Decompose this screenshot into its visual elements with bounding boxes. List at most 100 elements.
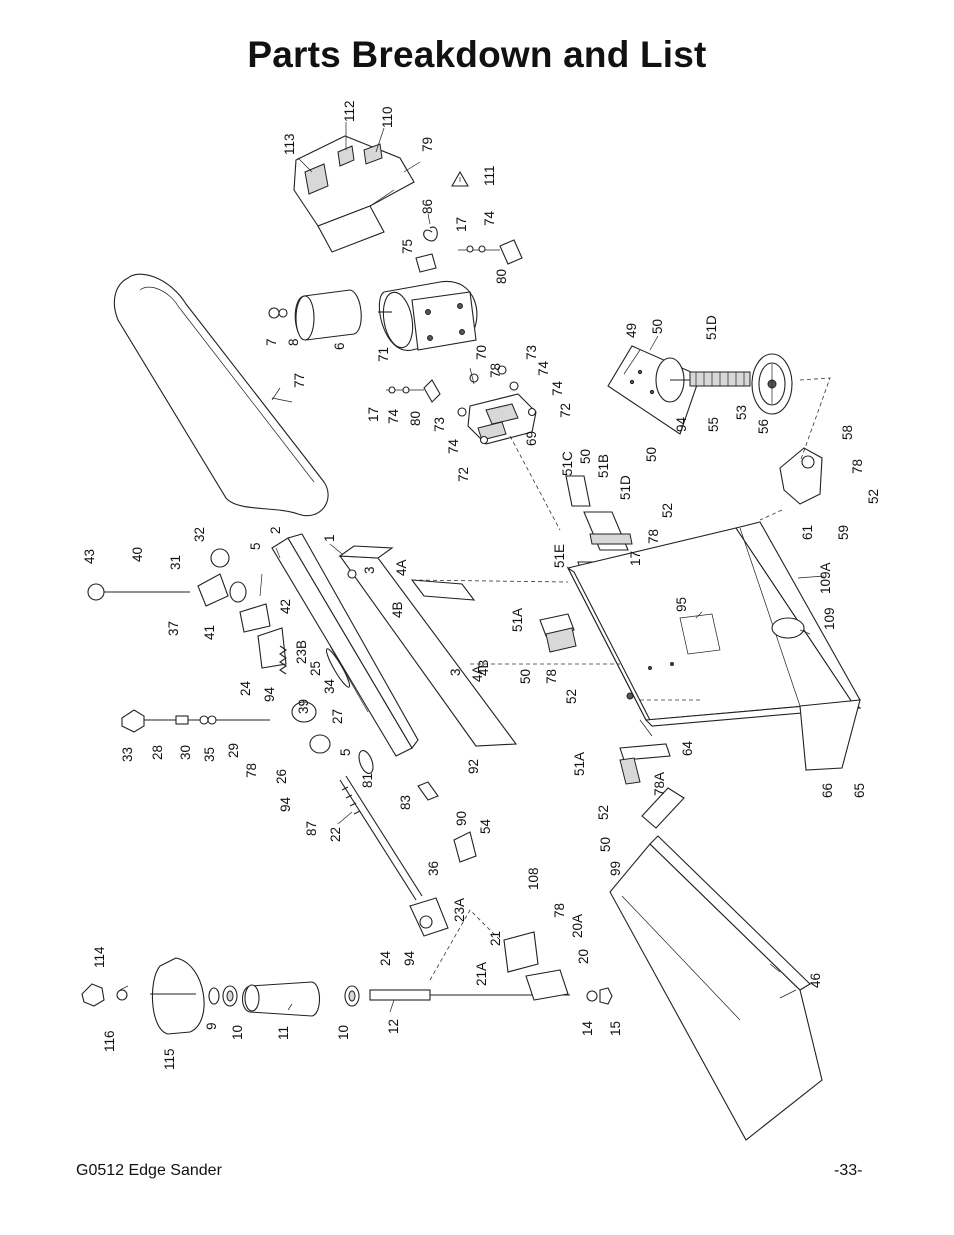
callout-112: 112 — [342, 100, 357, 122]
pulley-nut — [268, 307, 288, 319]
callout-90: 90 — [454, 811, 469, 826]
callout-21: 21 — [488, 931, 503, 946]
callout-25: 25 — [308, 661, 323, 676]
page-title: Parts Breakdown and List — [247, 34, 707, 75]
spring — [279, 645, 287, 675]
callout-30: 30 — [178, 745, 193, 760]
fence-rail-99 — [641, 787, 685, 829]
callout-114: 114 — [92, 946, 107, 968]
callout-51C: 51C — [560, 451, 575, 476]
callout-21A: 21A — [474, 962, 489, 986]
tension-bracket — [197, 548, 287, 669]
callout-83: 83 — [398, 795, 413, 810]
callout-5a: 5 — [248, 542, 263, 550]
callout-115: 115 — [162, 1048, 177, 1070]
callout-51Da: 51D — [704, 315, 719, 340]
callout-53: 53 — [734, 405, 749, 420]
motor-bracket-small — [415, 239, 523, 273]
drum — [241, 981, 321, 1017]
callout-26: 26 — [274, 769, 289, 784]
callout-4Ba: 4B — [390, 601, 405, 618]
callout-17a: 17 — [454, 217, 469, 232]
callout-50e: 50 — [598, 837, 613, 852]
fence-bracket-51A-upper — [539, 613, 577, 653]
bracket-20A — [503, 931, 539, 973]
callout-51Aa: 51A — [510, 608, 525, 632]
bracket-20 — [525, 969, 569, 1001]
callout-35: 35 — [202, 747, 217, 762]
callout-92: 92 — [466, 759, 481, 774]
warning-label-icon — [451, 170, 469, 187]
callout-79: 79 — [420, 137, 435, 152]
callout-4Bb: 4B — [476, 659, 491, 676]
callout-58: 58 — [840, 425, 855, 440]
callout-24b: 24 — [378, 950, 393, 966]
callout-66: 66 — [820, 783, 835, 798]
callout-73b: 73 — [432, 417, 447, 432]
callout-94c: 94 — [278, 796, 293, 812]
callout-78b: 78 — [646, 529, 661, 544]
callout-12: 12 — [386, 1019, 401, 1034]
callout-116: 116 — [102, 1030, 117, 1052]
motor-mount-plate — [457, 365, 537, 445]
sanding-belt — [113, 273, 329, 517]
callout-75: 75 — [400, 239, 415, 254]
callout-80a: 80 — [494, 269, 509, 284]
callout-56: 56 — [756, 419, 771, 434]
platen-frame — [271, 533, 419, 757]
leader-lines — [119, 122, 825, 1013]
callout-9: 9 — [204, 1022, 219, 1030]
callout-33: 33 — [120, 747, 135, 762]
callout-labels: 113 112 110 79 111 86 75 17 74 80 7 8 6 … — [82, 100, 881, 1070]
callout-86: 86 — [420, 199, 435, 214]
rear-guard-plate — [410, 579, 476, 601]
callout-11: 11 — [276, 1026, 291, 1040]
callout-32: 32 — [192, 527, 207, 542]
callout-51E: 51E — [552, 544, 567, 568]
callout-2: 2 — [268, 526, 283, 534]
callout-94b: 94 — [262, 686, 277, 702]
footer-page-number: -33- — [834, 1162, 863, 1179]
callout-94a: 94 — [674, 416, 689, 432]
lead-screw — [689, 371, 751, 387]
callout-74e: 74 — [446, 438, 461, 454]
callout-31: 31 — [168, 555, 183, 570]
callout-20: 20 — [576, 949, 591, 964]
tracking-knob — [121, 709, 270, 733]
callout-24a: 24 — [238, 680, 253, 696]
bearing-9-10 — [208, 985, 238, 1007]
fence-bracket-51A-lower — [619, 743, 671, 785]
alignment-lines — [411, 377, 831, 981]
callout-5b: 5 — [338, 748, 353, 756]
callout-29: 29 — [226, 743, 241, 758]
callout-4Aa: 4A — [394, 559, 409, 576]
callout-8: 8 — [286, 338, 301, 346]
callout-65: 65 — [852, 783, 867, 798]
bearing-10b — [344, 985, 360, 1007]
callout-10a: 10 — [230, 1025, 245, 1040]
callout-50b: 50 — [644, 447, 659, 462]
platen-plate — [338, 545, 518, 747]
callout-22: 22 — [328, 827, 343, 842]
idler-handle — [81, 983, 128, 1007]
callout-78e: 78 — [244, 763, 259, 778]
callout-78f: 78 — [552, 903, 567, 918]
callout-59: 59 — [836, 525, 851, 540]
cabinet-base — [566, 521, 862, 771]
callout-50a: 50 — [650, 319, 665, 334]
callout-109A: 109A — [818, 562, 833, 594]
callout-23B: 23B — [294, 640, 309, 664]
worktable — [609, 835, 823, 1141]
motor-body — [378, 280, 478, 351]
callout-80b: 80 — [408, 411, 423, 426]
callout-52c: 52 — [564, 689, 579, 704]
callout-113: 113 — [282, 133, 297, 155]
callout-3a: 3 — [362, 566, 377, 574]
callout-6: 6 — [332, 342, 347, 350]
callout-72b: 72 — [456, 467, 471, 482]
callout-42: 42 — [278, 599, 293, 614]
callout-74a: 74 — [482, 210, 497, 226]
callout-40: 40 — [130, 547, 145, 562]
callout-87: 87 — [304, 821, 319, 836]
